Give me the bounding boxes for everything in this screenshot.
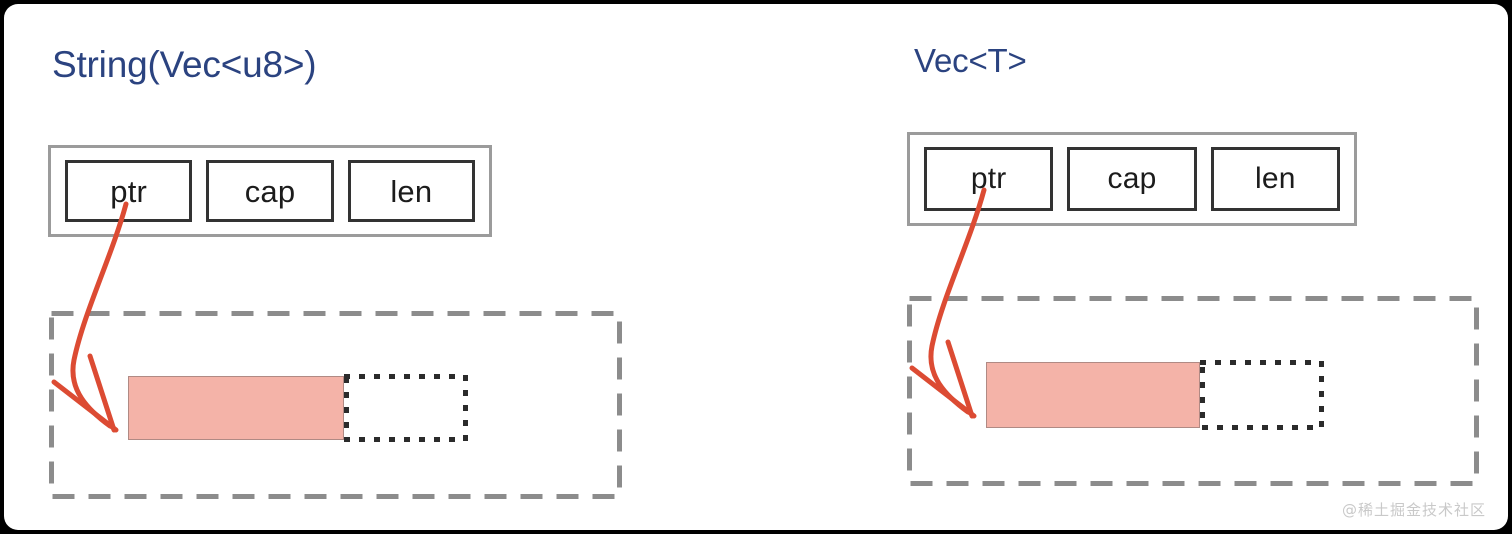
struct-field-ptr-label: ptr [970, 162, 1007, 195]
spare-capacity-block-vec [1200, 360, 1324, 430]
struct-field-ptr: ptr [924, 147, 1054, 211]
allocated-block-vec [986, 362, 1200, 428]
struct-cells-vec: ptr cap len [910, 135, 1354, 223]
struct-field-len-label: len [1255, 162, 1296, 195]
struct-field-cap: cap [206, 160, 334, 222]
struct-field-cap: cap [1067, 147, 1197, 211]
panel-title-string: String(Vec<u8>) [52, 44, 317, 85]
struct-box-string: ptr cap len [48, 145, 492, 237]
spare-dotted-border-vec [1200, 360, 1324, 430]
diagram-card: String(Vec<u8>) ptr cap len [4, 4, 1508, 530]
struct-field-len: len [1210, 147, 1340, 211]
struct-field-ptr: ptr [65, 160, 193, 222]
panel-vec: Vec<T> ptr cap len [864, 4, 1508, 530]
struct-box-vec: ptr cap len [907, 132, 1357, 226]
spare-capacity-block-string [344, 374, 468, 442]
struct-field-len-label: len [390, 173, 433, 209]
panel-string: String(Vec<u8>) ptr cap len [4, 4, 764, 530]
struct-field-len: len [347, 160, 475, 222]
panel-title-vec: Vec<T> [914, 42, 1027, 79]
struct-field-cap-label: cap [244, 173, 296, 209]
spare-dotted-border-string [344, 374, 468, 442]
allocated-block-string [128, 376, 344, 440]
struct-field-ptr-label: ptr [110, 173, 148, 209]
struct-field-cap-label: cap [1107, 162, 1157, 195]
struct-cells-string: ptr cap len [51, 148, 489, 234]
watermark: @稀土掘金技术社区 [1341, 501, 1486, 519]
